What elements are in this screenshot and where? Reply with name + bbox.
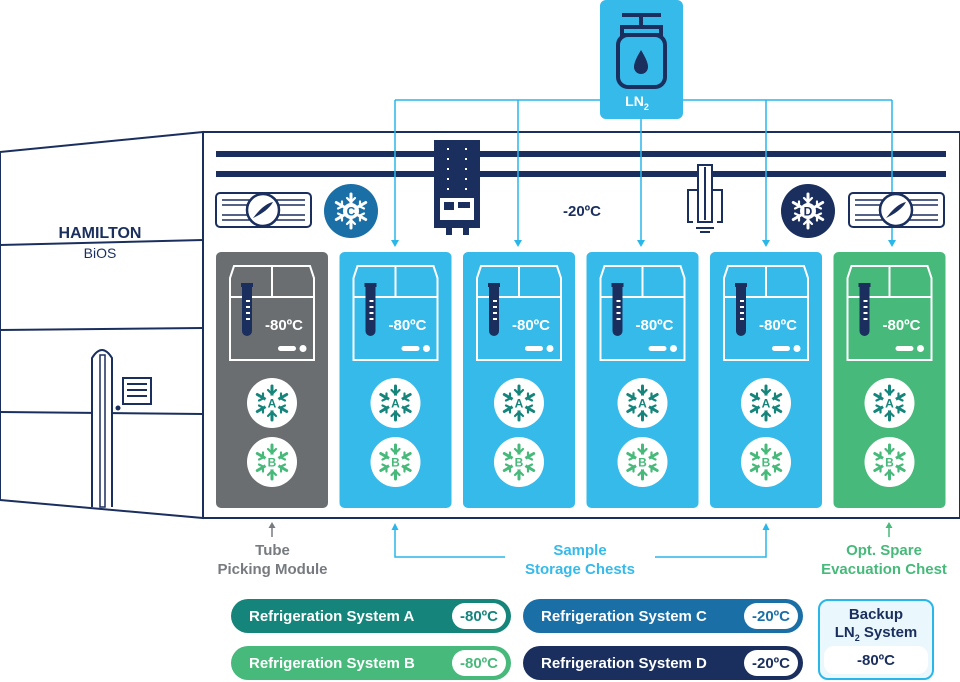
legend-backup-ln2: Backup LN2 System -80ºC — [818, 599, 934, 680]
module-temperature: -80ºC — [512, 317, 550, 334]
module-storage-2: -80ºC A B — [339, 252, 452, 508]
svg-text:A: A — [762, 397, 771, 411]
module-evacuation-6: -80ºC A B — [833, 252, 946, 508]
module-temperature: -80ºC — [759, 317, 797, 334]
refrigeration-a-badge: A — [247, 378, 297, 428]
module-temperature: -80ºC — [883, 317, 921, 334]
module-storage-5: -80ºC A B — [710, 252, 822, 508]
svg-text:B: B — [762, 456, 771, 470]
storage-modules: -80ºCAB-80ºCAB-80ºCAB-80ºCAB-80ºCAB-80ºC… — [216, 252, 946, 508]
legend-refrigeration-b: Refrigeration System B-80ºC — [231, 646, 511, 680]
module-storage-4: -80ºC A B — [586, 252, 699, 508]
robot-picker — [434, 140, 480, 235]
door — [91, 349, 113, 508]
storage-chest-icon — [599, 265, 686, 361]
fan-left — [215, 192, 312, 228]
svg-text:D: D — [804, 205, 813, 219]
refrigeration-a-badge: A — [741, 378, 791, 428]
refrigeration-b-badge: B — [864, 437, 915, 487]
refrigeration-d-badge: D — [781, 184, 835, 238]
ln2-tank-label: LN2 — [625, 93, 649, 112]
legend-refrigeration-d: Refrigeration System D-20ºC — [523, 646, 803, 680]
svg-text:A: A — [268, 397, 277, 411]
center-temperature: -20ºC — [563, 203, 601, 220]
refrigeration-c-badge: C — [324, 184, 378, 238]
module-picking-1: -80ºC A B — [216, 252, 328, 508]
legend-refrigeration-a: Refrigeration System A-80ºC — [231, 599, 511, 633]
rail-top — [216, 151, 946, 157]
storage-chest-icon — [723, 265, 809, 361]
refrigeration-b-badge: B — [370, 437, 421, 487]
storage-chest-icon — [352, 265, 439, 361]
product-name: BiOS — [84, 245, 117, 261]
gripper — [687, 164, 723, 233]
svg-text:A: A — [638, 397, 647, 411]
svg-text:A: A — [515, 397, 524, 411]
refrigeration-b-badge: B — [741, 437, 791, 487]
rail-bottom — [216, 171, 946, 177]
module-temperature: -80ºC — [636, 317, 674, 334]
gas-cylinder-icon — [616, 13, 667, 89]
svg-text:B: B — [391, 456, 400, 470]
svg-text:C: C — [347, 205, 356, 219]
refrigeration-b-badge: B — [617, 437, 668, 487]
storage-chest-icon — [846, 265, 933, 361]
svg-text:B: B — [885, 456, 894, 470]
ln2-line-arrows — [391, 240, 896, 247]
refrigeration-b-badge: B — [494, 437, 544, 487]
refrigeration-b-badge: B — [247, 437, 297, 487]
storage-chest-icon — [229, 265, 315, 361]
legend-refrigeration-c: Refrigeration System C-20ºC — [523, 599, 803, 633]
svg-text:B: B — [638, 456, 647, 470]
refrigeration-a-badge: A — [864, 378, 915, 428]
fan-right — [848, 192, 945, 228]
svg-text:B: B — [515, 456, 524, 470]
refrigeration-a-badge: A — [494, 378, 544, 428]
storage-chest-icon — [476, 265, 562, 361]
brand-name: HAMILTON — [59, 225, 142, 242]
refrigeration-a-badge: A — [617, 378, 668, 428]
vent-grille — [115, 377, 152, 411]
module-temperature: -80ºC — [265, 317, 303, 334]
refrigeration-a-badge: A — [370, 378, 421, 428]
svg-text:A: A — [391, 397, 400, 411]
module-storage-3: -80ºC A B — [463, 252, 575, 508]
module-temperature: -80ºC — [389, 317, 427, 334]
svg-text:B: B — [268, 456, 277, 470]
svg-text:A: A — [885, 397, 894, 411]
